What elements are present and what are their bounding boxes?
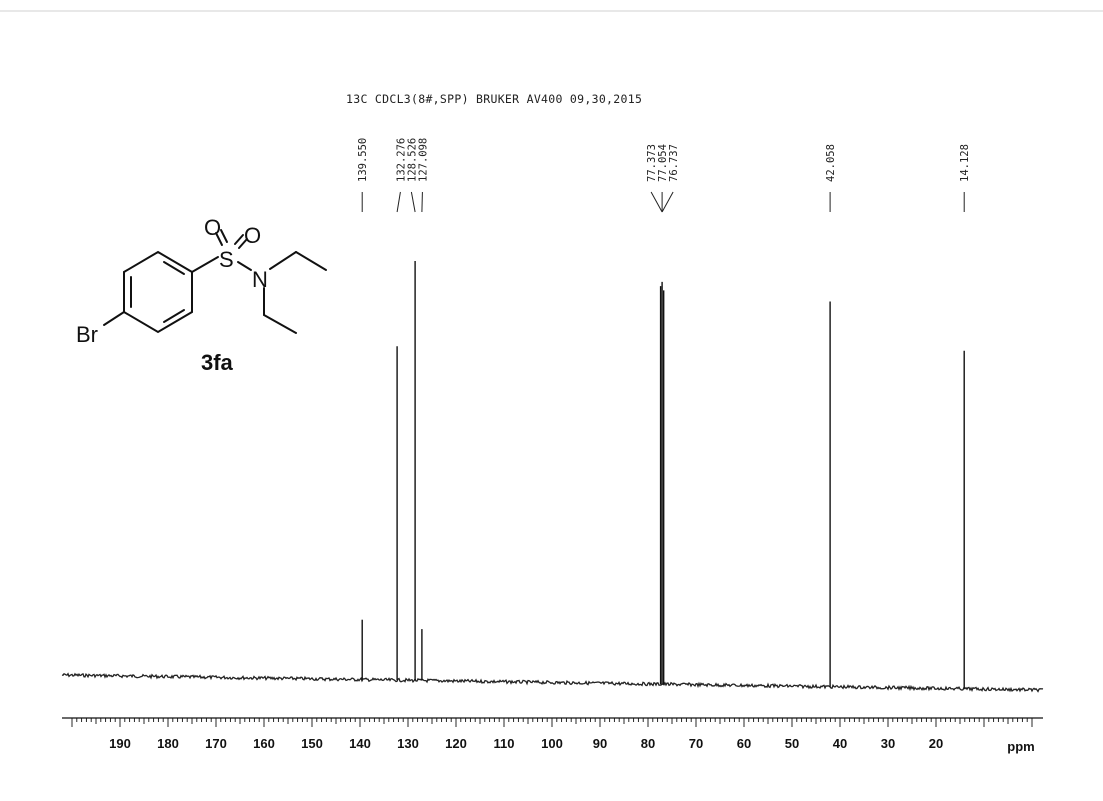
x-axis: 190 180 170 160 150 140 130 120 110 100 90 80 70 60 50… <box>62 717 1043 754</box>
o-atom-label-2: O <box>244 223 261 248</box>
n-ethyl1-b <box>295 251 327 271</box>
peak-layer <box>361 261 965 689</box>
baseline-layer <box>61 672 1044 693</box>
s-bond <box>191 256 219 273</box>
so-bond-1a <box>215 232 223 246</box>
peak-label: 77.054 <box>657 144 669 182</box>
x-tick-label: 100 <box>541 736 563 751</box>
x-axis-unit-label: ppm <box>1007 739 1034 754</box>
compound-label: 3fa <box>201 350 233 375</box>
peak-leader-line <box>396 191 401 213</box>
n-ethyl1-a <box>269 251 297 270</box>
baseline-noise <box>61 672 1044 693</box>
x-tick-label: 70 <box>689 736 703 751</box>
x-tick-label: 170 <box>205 736 227 751</box>
x-tick-label: 160 <box>253 736 275 751</box>
x-tick-label: 80 <box>641 736 655 751</box>
x-tick-label: 90 <box>593 736 607 751</box>
peak-label: 132.276 <box>395 138 407 182</box>
br-bond <box>103 311 125 326</box>
peak-leader-line <box>661 191 674 213</box>
o-atom-label-1: O <box>204 215 221 240</box>
peak-label: 76.737 <box>668 144 680 182</box>
peak-label: 127.098 <box>417 138 429 182</box>
n-ethyl2-b <box>263 314 297 334</box>
br-atom-label: Br <box>76 322 98 347</box>
peak-label: 77.373 <box>646 144 658 182</box>
peak-leader-line <box>650 191 663 213</box>
x-tick-label: 150 <box>301 736 323 751</box>
x-tick-label: 190 <box>109 736 131 751</box>
peak-label: 139.550 <box>357 138 369 182</box>
spectrum-header: 13C CDCL3(8#,SPP) BRUKER AV400 09,30,201… <box>346 92 643 106</box>
x-tick-label: 110 <box>494 736 515 751</box>
peak-label: 42.058 <box>825 144 837 182</box>
x-tick-label: 180 <box>157 736 179 751</box>
x-tick-label: 20 <box>929 736 943 751</box>
x-tick-label: 130 <box>397 736 419 751</box>
peak-leader-line <box>421 191 423 213</box>
x-tick-label: 40 <box>833 736 847 751</box>
x-tick-label: 120 <box>445 736 467 751</box>
x-tick-label: 60 <box>737 736 751 751</box>
ring-double-bond-2 <box>163 309 185 323</box>
so-bond-2b <box>238 238 248 249</box>
so-bond-1b <box>220 229 228 243</box>
molecule-structure: Br S O O N <box>76 215 327 347</box>
sn-bond <box>237 261 252 271</box>
x-tick-label: 30 <box>881 736 895 751</box>
ring-double-bond-1 <box>163 261 185 275</box>
x-tick-label: 50 <box>785 736 799 751</box>
n-atom-label: N <box>252 267 268 292</box>
peak-label: 128.526 <box>406 138 418 182</box>
s-atom-label: S <box>219 247 234 272</box>
so-bond-2a <box>234 234 244 245</box>
x-tick-label: 140 <box>349 736 371 751</box>
peak-label: 14.128 <box>959 144 971 182</box>
peak-leader-line <box>410 191 416 213</box>
